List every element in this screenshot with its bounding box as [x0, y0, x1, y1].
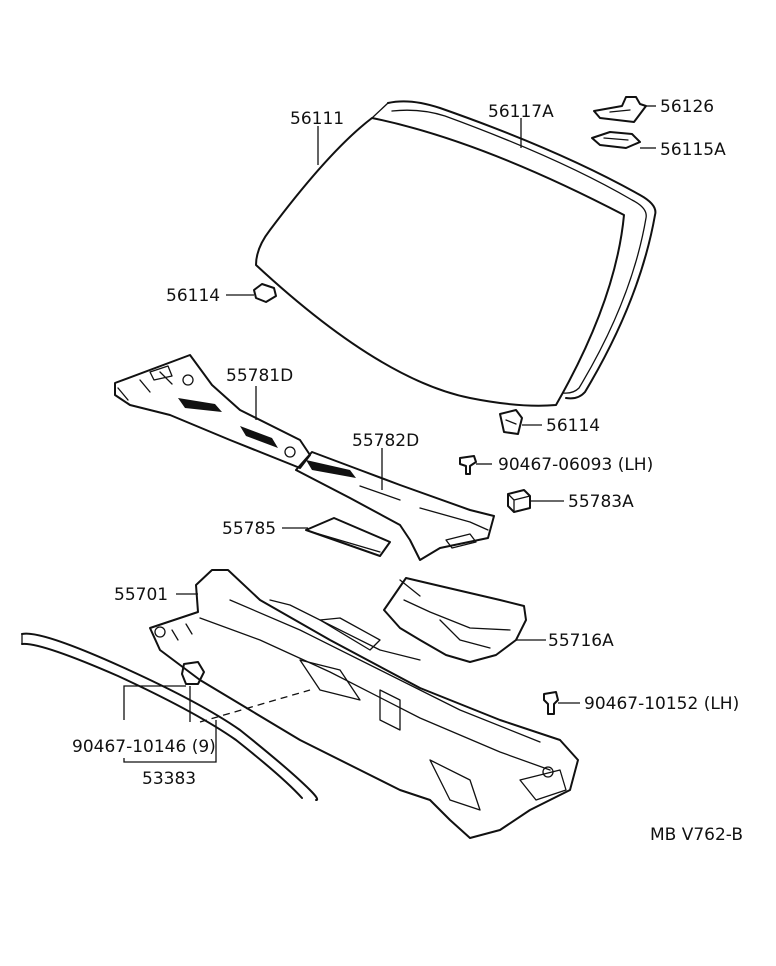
label-55716A: 55716A [548, 631, 614, 651]
label-56114-right: 56114 [546, 416, 600, 436]
label-55782D: 55782D [352, 431, 419, 451]
label-55781D: 55781D [226, 366, 293, 386]
panel-55716A [383, 577, 527, 663]
label-53383: 53383 [142, 769, 196, 789]
clip-90467-10146 [181, 661, 205, 685]
clip-56114-right [499, 409, 523, 435]
cowl-panel [149, 569, 579, 839]
weatherstrip-53383 [21, 632, 319, 801]
label-90467-10152: 90467-10152 (LH) [584, 694, 739, 714]
label-56126: 56126 [660, 97, 714, 117]
pad-55785 [305, 517, 391, 557]
clip-56115A [591, 131, 641, 149]
screw-90467-06093 [459, 455, 477, 475]
windshield-glass [255, 117, 625, 407]
clip-56114-left [253, 283, 277, 303]
label-55785: 55785 [222, 519, 276, 539]
part-labels: 56111 56117A 56126 56115A 56114 56114 55… [72, 97, 743, 845]
label-90467-10146: 90467-10146 (9) [72, 737, 216, 757]
clip-56126 [593, 96, 647, 123]
diagram-code: MB V762-B [650, 825, 743, 845]
label-56111: 56111 [290, 109, 344, 129]
leader-lines [123, 105, 656, 763]
label-56117A: 56117A [488, 102, 554, 122]
label-55783A: 55783A [568, 492, 634, 512]
cowl-louver-right [295, 451, 495, 561]
label-56115A: 56115A [660, 140, 726, 160]
windshield-moulding [371, 100, 657, 400]
label-55701: 55701 [114, 585, 168, 605]
label-56114-left: 56114 [166, 286, 220, 306]
screw-90467-10152 [543, 691, 559, 715]
label-90467-06093: 90467-06093 (LH) [498, 455, 653, 475]
cowl-louver-left [114, 354, 311, 469]
seal-55783A [507, 489, 531, 513]
